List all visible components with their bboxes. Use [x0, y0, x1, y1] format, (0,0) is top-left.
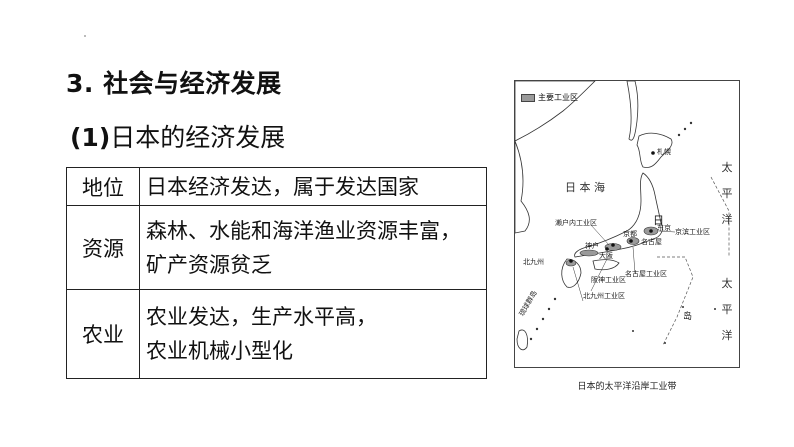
- label-hanshin: 阪神工业区: [591, 276, 626, 284]
- sea-label-japan: 日 本 海: [565, 181, 605, 194]
- label-island: 岛: [683, 312, 693, 322]
- label-kyoto: 京都: [623, 230, 637, 238]
- map-legend: 主要工业区: [521, 92, 578, 103]
- label-sapporo: 札幌: [657, 148, 671, 156]
- subsection-number: (1): [70, 123, 111, 152]
- economy-table: 地位 日本经济发达，属于发达国家 资源 森林、水能和海洋渔业资源丰富， 矿产资源…: [66, 167, 487, 379]
- subsection-text: 日本的经济发展: [110, 123, 286, 152]
- map-drawing: [515, 81, 730, 351]
- row-value-line: 森林、水能和海洋渔业资源丰富，: [146, 218, 461, 243]
- row-key: 农业: [66, 289, 140, 379]
- table-row: 资源 森林、水能和海洋渔业资源丰富， 矿产资源贫乏: [66, 205, 487, 290]
- label-honshu: 日: [653, 214, 664, 227]
- label-nagoya-area: 名古屋工业区: [625, 270, 667, 278]
- legend-label: 主要工业区: [538, 93, 578, 102]
- legend-swatch: [521, 93, 535, 102]
- label-nagoya: 名古屋: [641, 238, 662, 246]
- table-row: 地位 日本经济发达，属于发达国家: [66, 167, 487, 206]
- row-value-line: 农业发达，生产水平高，: [146, 305, 377, 329]
- label-setouchi: 濑户内工业区: [555, 219, 597, 227]
- label-kitakyushu-city: 北九州: [523, 258, 544, 266]
- row-value-line: 日本经济发达，属于发达国家: [146, 174, 419, 199]
- table-row: 农业 农业发达，生产水平高， 农业机械小型化: [66, 289, 487, 379]
- sea-label-pacific-top: 太 平 洋: [721, 161, 733, 226]
- row-value-line: 矿产资源贫乏: [146, 252, 272, 277]
- japan-industry-map: 主要工业区 日 本 海 太 平 洋 太 平 洋 札幌 濑户内工业区 日 京滨工业…: [514, 80, 740, 368]
- section-title: 3. 社会与经济发展: [66, 69, 282, 98]
- subsection-title: (1)日本的经济发展: [70, 118, 285, 154]
- row-key: 地位: [66, 167, 140, 206]
- row-key: 资源: [66, 205, 140, 290]
- decorative-dot: [84, 35, 86, 37]
- row-value: 森林、水能和海洋渔业资源丰富， 矿产资源贫乏: [139, 205, 487, 290]
- label-kobe: 神户: [585, 242, 599, 250]
- row-value-line: 农业机械小型化: [146, 339, 293, 363]
- label-tokyo: 东京: [657, 224, 671, 232]
- row-value: 农业发达，生产水平高， 农业机械小型化: [139, 289, 487, 379]
- sea-label-pacific-bottom: 太 平 洋: [721, 277, 733, 342]
- label-osaka: 大阪: [599, 252, 613, 260]
- map-caption: 日本的太平洋沿岸工业带: [577, 382, 677, 392]
- row-value: 日本经济发达，属于发达国家: [139, 167, 487, 206]
- label-kitakyushu: 北九州工业区: [583, 292, 625, 300]
- label-keihin: 京滨工业区: [675, 228, 710, 236]
